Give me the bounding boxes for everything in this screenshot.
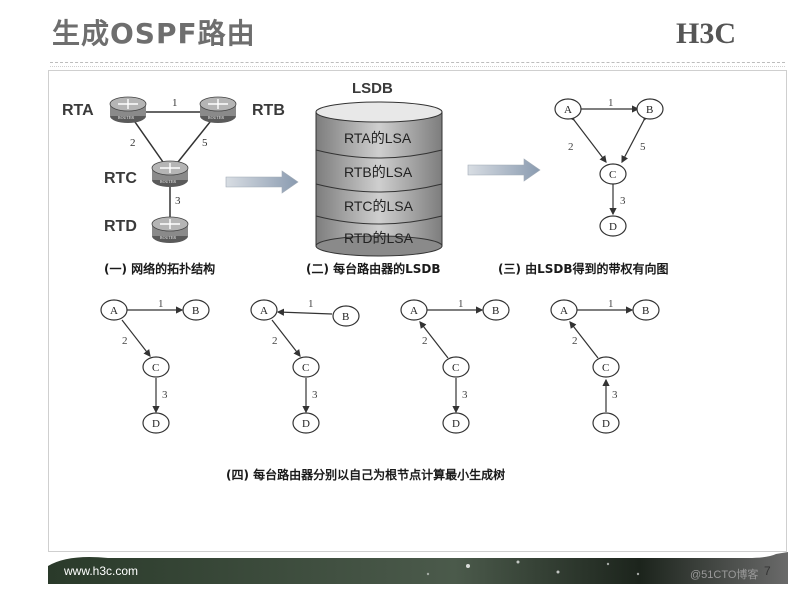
- lsdb-entry-rtb: RTB的LSA: [344, 164, 413, 180]
- svg-text:B: B: [492, 305, 499, 317]
- svg-text:2: 2: [572, 335, 578, 347]
- router-icon-rtd: ROUTER: [151, 216, 189, 243]
- spanning-trees: 1 2 3 A B C D 1 2 3 A B C D: [100, 298, 660, 434]
- caption-spanning-trees: (四) 每台路由器分别以自己为根节点计算最小生成树: [226, 468, 506, 482]
- router-icon-rtb: ROUTER: [199, 96, 237, 123]
- svg-text:A: A: [260, 305, 268, 317]
- content-panel: [48, 70, 787, 552]
- node-d: [599, 215, 627, 237]
- router-label-rtb: RTB: [252, 102, 285, 119]
- h3c-logo: H3C: [676, 17, 736, 48]
- svg-text:3: 3: [162, 389, 168, 401]
- flow-arrow-1: [225, 170, 299, 194]
- tree-root-c: 1 2 3 A B C D: [400, 298, 510, 434]
- svg-text:5: 5: [640, 141, 646, 153]
- svg-text:D: D: [602, 418, 610, 430]
- watermark: @51CTO博客: [690, 569, 759, 581]
- router-icon-rta: ROUTER: [109, 96, 147, 123]
- lsdb-entry-rtd: RTD的LSA: [344, 230, 413, 246]
- footer-url[interactable]: www.h3c.com: [64, 564, 139, 578]
- svg-text:3: 3: [312, 389, 318, 401]
- lsdb-database-icon: [315, 101, 443, 257]
- header-divider-2: [50, 66, 785, 67]
- svg-text:C: C: [452, 362, 459, 374]
- caption-graph: (三) 由LSDB得到的带权有向图: [498, 262, 669, 276]
- svg-text:A: A: [560, 305, 568, 317]
- svg-text:2: 2: [422, 335, 428, 347]
- svg-text:1: 1: [608, 97, 614, 109]
- svg-text:3: 3: [612, 389, 618, 401]
- svg-text:C: C: [152, 362, 159, 374]
- lsdb-entry-rtc: RTC的LSA: [344, 198, 413, 214]
- svg-text:2: 2: [122, 335, 128, 347]
- router-label-rtc: RTC: [104, 170, 137, 187]
- svg-text:B: B: [642, 305, 649, 317]
- svg-text:ROUTER: ROUTER: [208, 115, 224, 120]
- svg-text:2: 2: [272, 335, 278, 347]
- svg-text:A: A: [110, 305, 118, 317]
- node-b: [636, 98, 664, 120]
- svg-text:H3C: H3C: [676, 17, 736, 48]
- page-title: 生成OSPF路由: [52, 17, 256, 50]
- svg-text:1: 1: [608, 298, 614, 310]
- svg-text:A: A: [410, 305, 418, 317]
- svg-text:D: D: [452, 418, 460, 430]
- svg-text:3: 3: [620, 195, 626, 207]
- tree-root-d: 1 2 3 A B C D: [550, 298, 660, 434]
- cost-ac: 2: [130, 137, 136, 149]
- caption-topology: (一) 网络的拓扑结构: [104, 262, 216, 276]
- node-a: [554, 98, 582, 120]
- svg-text:D: D: [152, 418, 160, 430]
- svg-text:ROUTER: ROUTER: [118, 115, 134, 120]
- svg-text:1: 1: [308, 298, 314, 310]
- page-number: 7: [764, 564, 771, 578]
- svg-text:C: C: [609, 169, 616, 181]
- lsdb-entry-rta: RTA的LSA: [344, 130, 412, 146]
- topology-diagram: 1 2 5 3 ROUTER ROUTER ROUTER: [109, 96, 237, 243]
- caption-lsdb: (二) 每台路由器的LSDB: [306, 262, 441, 276]
- svg-text:D: D: [302, 418, 310, 430]
- edge-ac: [567, 113, 607, 163]
- cost-cd: 3: [175, 195, 181, 207]
- cost-ab: 1: [172, 97, 178, 109]
- tree-root-b: 1 2 3 A B C D: [250, 298, 360, 434]
- svg-text:B: B: [646, 104, 653, 116]
- svg-text:1: 1: [458, 298, 464, 310]
- router-label-rta: RTA: [62, 102, 94, 119]
- svg-text:A: A: [564, 104, 572, 116]
- edge-bc: [621, 113, 650, 164]
- footer-bar: [48, 552, 788, 584]
- svg-text:D: D: [609, 221, 617, 233]
- svg-text:ROUTER: ROUTER: [160, 235, 176, 240]
- svg-text:C: C: [302, 362, 309, 374]
- flow-arrow-2: [467, 158, 541, 182]
- header-divider: [50, 62, 785, 63]
- svg-text:1: 1: [158, 298, 164, 310]
- weighted-directed-graph: 1 2 5 3 A B C D: [554, 97, 664, 237]
- lsdb-label: LSDB: [352, 80, 393, 97]
- router-label-rtd: RTD: [104, 218, 137, 235]
- svg-text:B: B: [192, 305, 199, 317]
- svg-text:B: B: [342, 311, 349, 323]
- router-icon-rtc: ROUTER: [151, 160, 189, 187]
- svg-text:2: 2: [568, 141, 574, 153]
- tree-root-a: 1 2 3 A B C D: [100, 298, 210, 434]
- node-c: [599, 163, 627, 185]
- svg-text:C: C: [602, 362, 609, 374]
- svg-text:3: 3: [462, 389, 468, 401]
- svg-text:ROUTER: ROUTER: [160, 179, 176, 184]
- cost-bc: 5: [202, 137, 208, 149]
